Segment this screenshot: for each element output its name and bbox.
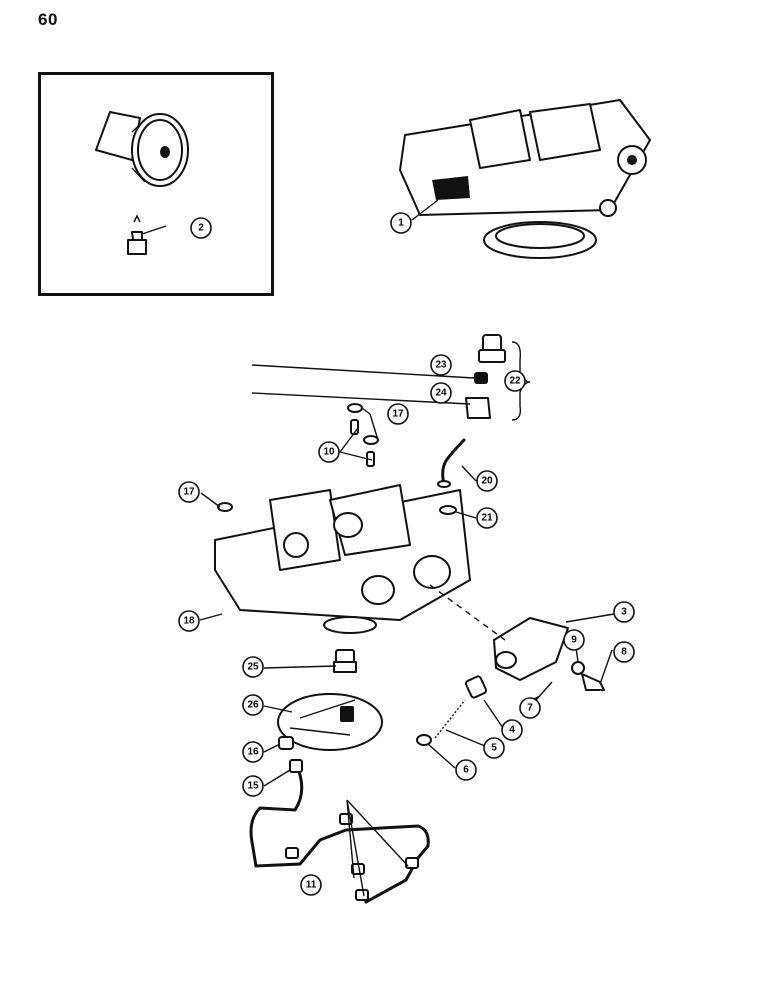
callout-5: 5 [483,737,505,759]
callout-label: 3 [621,607,627,618]
callout-20: 20 [476,470,498,492]
callout-label: 9 [571,635,577,646]
pump-body [214,484,471,634]
callout-label: 17 [183,487,195,498]
callout-label: 10 [323,447,335,458]
callout-label: 17 [392,409,404,420]
oil-lines [249,759,430,904]
callout-label: 20 [481,476,493,487]
oil-pump-assembly [399,99,651,259]
callout-8: 8 [613,641,635,663]
callout-label: 1 [398,218,404,229]
callout-23: 23 [430,354,452,376]
callout-label: 23 [435,360,447,371]
callout-7: 7 [519,697,541,719]
callout-11: 11 [300,874,322,896]
callout-label: 21 [481,513,493,524]
callout-1: 1 [390,212,412,234]
callout-label: 15 [247,781,259,792]
callout-label: 2 [198,223,204,234]
callout-label: 24 [435,388,447,399]
callout-label: 8 [621,647,627,658]
screen-and-fitting [277,649,383,751]
callout-25: 25 [242,656,264,678]
callout-label: 7 [527,703,533,714]
callout-2: 2 [190,217,212,239]
callout-21: 21 [476,507,498,529]
callout-24: 24 [430,382,452,404]
leader-lines [141,199,615,897]
inset-gear-assembly [95,111,189,187]
callout-16: 16 [242,741,264,763]
callout-17b: 17 [178,481,200,503]
callout-label: 26 [247,700,259,711]
callout-label: 25 [247,662,259,673]
callout-4: 4 [501,719,523,741]
callout-label: 18 [183,616,195,627]
page-number: 60 [38,10,58,29]
callout-22: 22 [504,370,526,392]
callout-26: 26 [242,694,264,716]
callout-label: 16 [247,747,259,758]
callout-3: 3 [613,601,635,623]
fitting-assembly [437,334,531,515]
inset-frame [38,72,274,296]
callout-label: 22 [509,376,521,387]
callout-label: 6 [463,765,469,776]
callout-label: 5 [491,743,497,754]
callout-9: 9 [563,629,585,651]
callout-label: 4 [509,725,515,736]
callout-15: 15 [242,775,264,797]
end-cover [429,584,569,681]
callout-6: 6 [455,759,477,781]
callout-17a: 17 [387,403,409,425]
callout-label: 11 [306,880,317,891]
relief-valve-parts [416,661,605,746]
inset-screw [127,214,147,255]
callout-10: 10 [318,441,340,463]
callout-18: 18 [178,610,200,632]
